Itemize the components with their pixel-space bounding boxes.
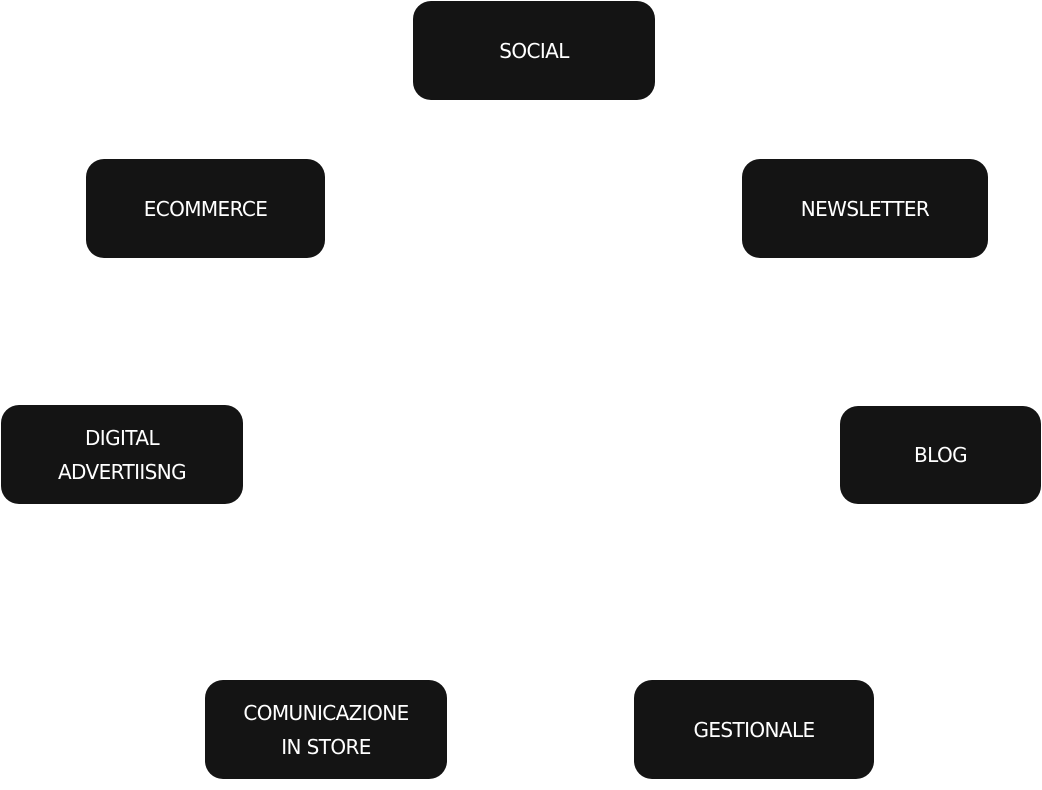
node-label: SOCIAL (499, 38, 569, 63)
node-gestionale[interactable]: GESTIONALE (634, 680, 874, 779)
node-label: NEWSLETTER (800, 196, 930, 221)
node-label: DIGITAL ADVERTIISNG (57, 425, 187, 484)
node-label: COMUNICAZIONE IN STORE (243, 700, 409, 759)
node-label: ECOMMERCE (143, 196, 268, 221)
node-ecommerce[interactable]: ECOMMERCE (86, 159, 325, 258)
node-comunicazione-in-store[interactable]: COMUNICAZIONE IN STORE (205, 680, 447, 779)
node-social[interactable]: SOCIAL (413, 1, 655, 100)
node-newsletter[interactable]: NEWSLETTER (742, 159, 988, 258)
node-label: GESTIONALE (693, 717, 815, 742)
node-label: BLOG (914, 443, 968, 467)
node-digital-advertising[interactable]: DIGITAL ADVERTIISNG (1, 405, 243, 504)
node-blog[interactable]: BLOG (840, 406, 1041, 504)
